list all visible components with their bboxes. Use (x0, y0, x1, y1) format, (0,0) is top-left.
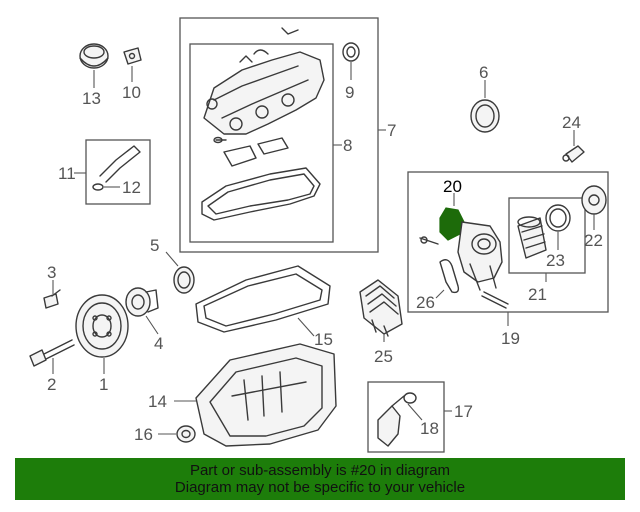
group-frame-7 (179, 17, 379, 253)
part-11-oil-tube[interactable] (92, 145, 141, 191)
callout-24: 24 (562, 113, 581, 132)
part-14-oil-pan[interactable] (195, 343, 337, 447)
callout-23: 23 (546, 251, 565, 270)
leader-lines (52, 62, 595, 435)
callout-1: 1 (99, 375, 108, 394)
callout-21: 21 (528, 285, 547, 304)
part-9-seal[interactable] (342, 42, 360, 62)
callout-20: 20 (443, 177, 462, 196)
callout-6: 6 (479, 63, 488, 82)
callout-8: 8 (343, 136, 352, 155)
callout-26: 26 (416, 293, 435, 312)
part-17-dipstick-tube[interactable] (377, 395, 405, 447)
part-1-pulley[interactable] (75, 294, 129, 358)
callout-25: 25 (374, 347, 393, 366)
group-frame-11 (85, 139, 151, 205)
callout-13: 13 (82, 89, 101, 108)
part-10-gasket[interactable] (123, 47, 142, 65)
callout-18: 18 (420, 419, 439, 438)
callout-22: 22 (584, 231, 603, 250)
part-8-valve-cover[interactable] (201, 27, 325, 221)
parts-diagram: 13 10 9 8 7 6 24 11 12 3 2 1 4 5 15 14 1… (29, 17, 609, 453)
part-19-filter-housing[interactable] (419, 221, 503, 291)
callout-4: 4 (154, 334, 163, 353)
callout-5: 5 (150, 236, 159, 255)
callout-19: 19 (501, 329, 520, 348)
callout-9: 9 (345, 83, 354, 102)
info-banner: Part or sub-assembly is #20 in diagram D… (15, 458, 625, 500)
callout-3: 3 (47, 263, 56, 282)
part-19-bolt[interactable] (481, 291, 509, 309)
part-2-bolt[interactable] (29, 339, 75, 367)
part-25-oil-cooler[interactable] (359, 279, 403, 337)
group-frame-17 (367, 381, 445, 453)
part-15-pan-gasket[interactable] (195, 265, 331, 333)
part-5-seal[interactable] (173, 266, 195, 294)
group-frame-19 (407, 171, 609, 313)
callout-12: 12 (122, 178, 141, 197)
part-18-o-ring[interactable] (403, 392, 417, 404)
part-26-gasket[interactable] (439, 259, 460, 294)
callout-7: 7 (387, 121, 396, 140)
part-24-sensor[interactable] (562, 145, 585, 163)
banner-line-2: Diagram may not be specific to your vehi… (174, 479, 466, 496)
callout-16: 16 (134, 425, 153, 444)
part-3-bolt[interactable] (43, 289, 61, 309)
callout-10: 10 (122, 83, 141, 102)
callout-2: 2 (47, 375, 56, 394)
callout-15: 15 (314, 330, 333, 349)
part-23-o-ring[interactable] (545, 204, 571, 232)
banner-line-1: Part or sub-assembly is #20 in diagram (189, 462, 451, 479)
part-16-drain-plug[interactable] (176, 425, 196, 443)
part-13-oil-cap[interactable] (79, 43, 109, 69)
group-frame-21 (508, 197, 586, 274)
part-6-crank-seal[interactable] (470, 99, 500, 133)
callout-11: 11 (58, 164, 76, 183)
part-22-cap[interactable] (581, 185, 607, 215)
part-21-filter[interactable] (517, 216, 547, 259)
part-4-damper[interactable] (125, 287, 159, 317)
callout-14: 14 (148, 392, 167, 411)
group-frame-8 (189, 43, 334, 243)
callout-17: 17 (454, 402, 473, 421)
